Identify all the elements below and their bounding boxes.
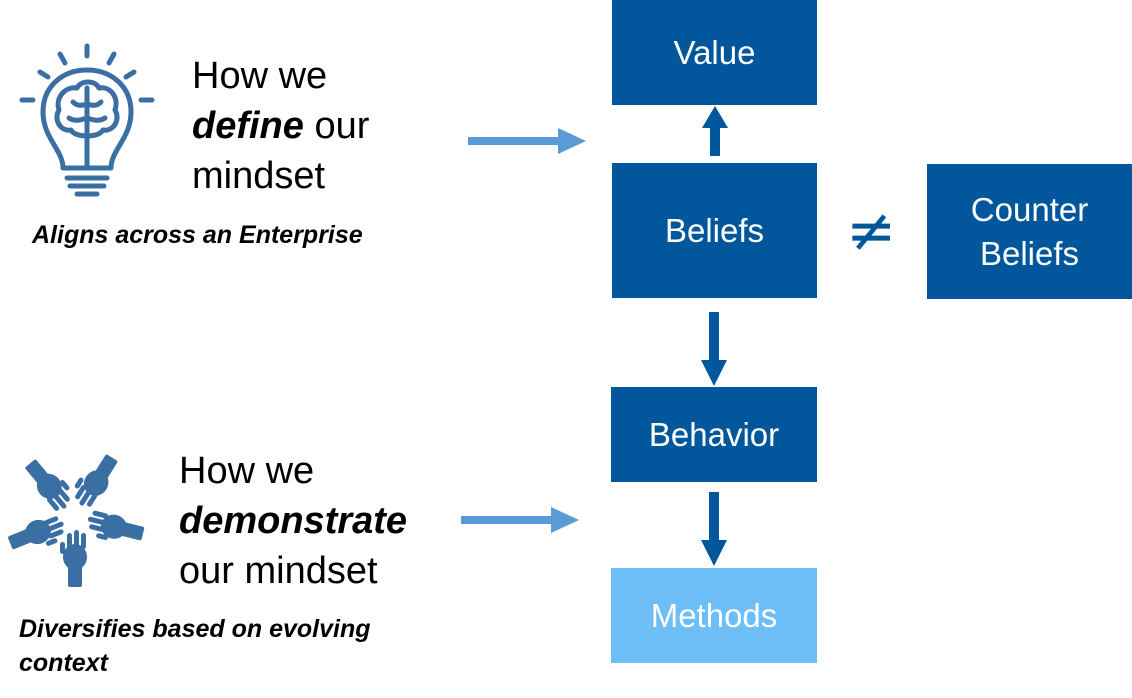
counter-beliefs-line2: Beliefs	[979, 234, 1080, 272]
beliefs-label: Beliefs	[664, 211, 765, 249]
value-box: Value	[612, 0, 817, 105]
behavior-box: Behavior	[611, 387, 817, 482]
define-heading: How we define our mindset	[192, 51, 369, 201]
counter-beliefs-line1: Counter	[970, 190, 1089, 228]
counter-beliefs-box: Counter Beliefs	[927, 164, 1132, 299]
methods-label: Methods	[650, 596, 778, 634]
define-caption: Aligns across an Enterprise	[32, 221, 363, 249]
methods-box: Methods	[611, 568, 817, 663]
define-heading-line1: How we	[192, 55, 328, 97]
define-heading-line3: mindset	[192, 155, 326, 197]
define-arrow	[468, 128, 586, 154]
lightbulb-brain-icon	[19, 43, 155, 197]
demonstrate-heading-line1: How we	[179, 450, 315, 492]
demonstrate-heading-line2: demonstrate	[179, 496, 407, 546]
define-heading-line2: define our	[192, 101, 369, 151]
beliefs-box: Beliefs	[612, 163, 817, 298]
demonstrate-heading: How we demonstrate our mindset	[179, 446, 407, 596]
counter-beliefs-label: Counter Beliefs	[971, 188, 1088, 276]
beliefs-to-value-arrow	[702, 106, 728, 156]
demonstrate-caption: Diversifies based on evolving context	[19, 612, 371, 680]
define-heading-line2-rest: our	[303, 105, 370, 147]
behavior-label: Behavior	[648, 415, 780, 453]
demonstrate-caption-line1: Diversifies based on evolving	[19, 615, 371, 643]
demonstrate-caption-line2: context	[19, 649, 108, 677]
demonstrate-heading-line3: our mindset	[179, 550, 378, 592]
define-emphasis: define	[192, 105, 304, 147]
value-label: Value	[673, 33, 756, 71]
beliefs-to-behavior-arrow	[701, 312, 727, 386]
demonstrate-arrow	[461, 507, 579, 533]
hands-circle-icon	[8, 454, 145, 587]
not-equal-symbol: ≠	[846, 196, 897, 266]
behavior-to-methods-arrow	[701, 492, 727, 566]
demonstrate-emphasis: demonstrate	[179, 500, 408, 542]
